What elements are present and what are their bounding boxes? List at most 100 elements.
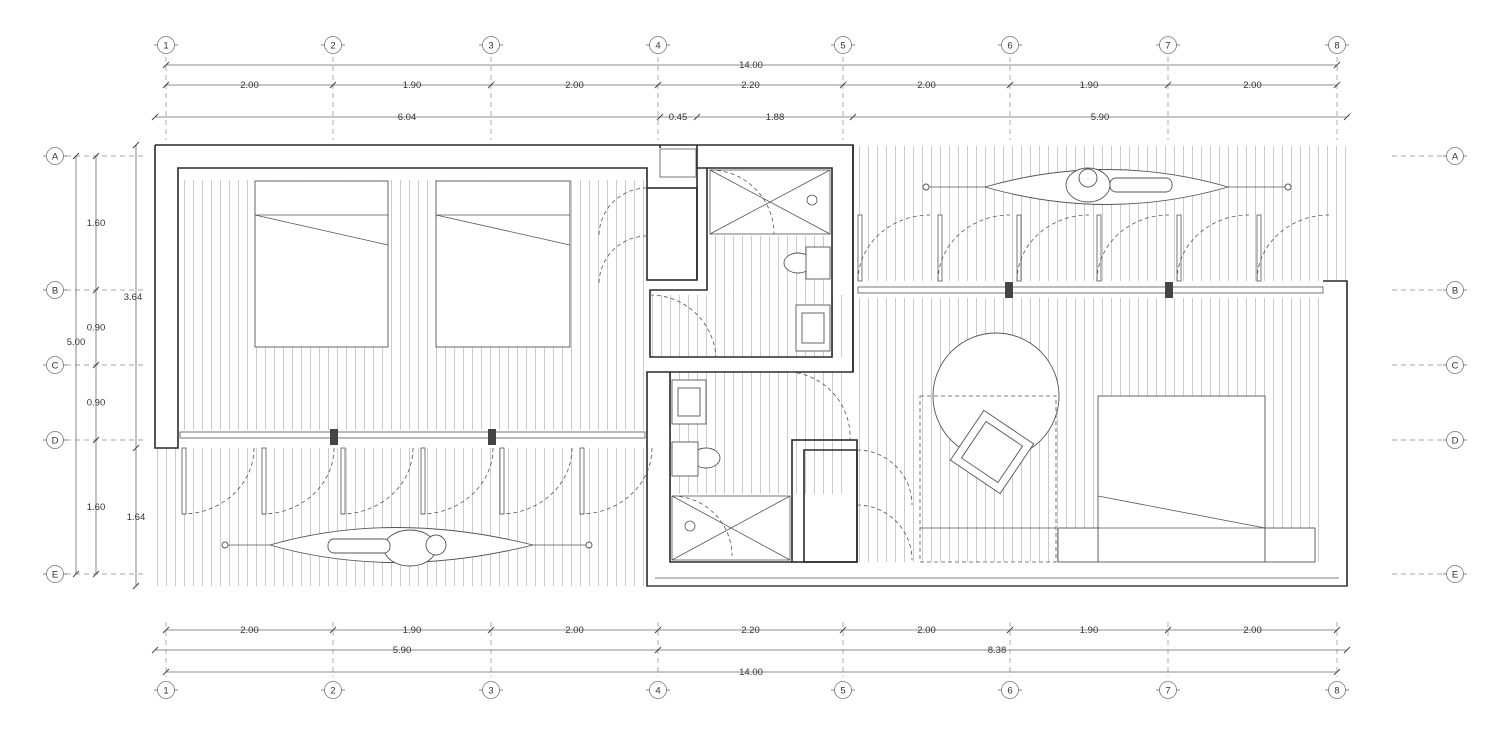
grid-label: A bbox=[1452, 152, 1459, 163]
post-icon bbox=[488, 429, 496, 445]
grid-label: D bbox=[1452, 436, 1459, 447]
grid-label: 6 bbox=[1007, 686, 1012, 697]
door-swing-icon bbox=[340, 447, 414, 515]
dimension-tick bbox=[654, 626, 662, 634]
door-leaf bbox=[499, 447, 505, 515]
grid-label: 8 bbox=[1334, 41, 1339, 52]
grid-bubble-icon: 2 bbox=[321, 36, 345, 54]
grid-label: C bbox=[52, 361, 59, 372]
grid-label: E bbox=[52, 570, 58, 581]
terrace-railings bbox=[179, 214, 1330, 515]
bed-icon bbox=[1057, 395, 1316, 563]
grid-label: D bbox=[52, 436, 59, 447]
grid-bubble-icon: B bbox=[43, 281, 67, 299]
dimension-tick bbox=[132, 141, 140, 149]
dimension-label: 2.00 bbox=[1243, 80, 1262, 91]
armchair-icon bbox=[949, 409, 1035, 495]
dimension-tick bbox=[1333, 61, 1341, 69]
dimension-label: 0.90 bbox=[87, 323, 106, 334]
shower-icon bbox=[709, 169, 831, 235]
door-swing-icon bbox=[1256, 214, 1330, 282]
door-swing-icon bbox=[937, 214, 1011, 282]
grid-label: 3 bbox=[488, 686, 493, 697]
door-swing-icon bbox=[1016, 214, 1090, 282]
grid-label: 5 bbox=[840, 686, 845, 697]
door-swing-icon bbox=[261, 447, 335, 515]
shower-icon bbox=[671, 495, 791, 561]
grid-bubble-icon: 7 bbox=[1156, 681, 1180, 699]
dimension-label: 5.90 bbox=[1091, 112, 1110, 123]
dimension-label: 2.00 bbox=[565, 625, 584, 636]
dimension-tick bbox=[487, 81, 495, 89]
dimension-label: 1.90 bbox=[403, 625, 422, 636]
basin-icon bbox=[671, 379, 707, 425]
dimension-label: 3.64 bbox=[124, 292, 143, 303]
dimension-label: 1.88 bbox=[766, 112, 785, 123]
dimension-tick bbox=[1343, 113, 1351, 121]
dimension-tick bbox=[72, 570, 80, 578]
dimension-label: 1.60 bbox=[87, 218, 106, 229]
dimension-tick bbox=[839, 626, 847, 634]
door-leaf bbox=[1016, 214, 1022, 282]
dimension-tick bbox=[162, 61, 170, 69]
dimension-tick bbox=[151, 113, 159, 121]
table-icon bbox=[919, 332, 1060, 563]
dimension-tick bbox=[654, 646, 662, 654]
dimension-tick bbox=[92, 286, 100, 294]
grid-label: 4 bbox=[655, 686, 660, 697]
door-swing-icon bbox=[598, 169, 913, 561]
door-leaf bbox=[340, 447, 346, 515]
dimension-label: 6.04 bbox=[398, 112, 417, 123]
dimension-tick bbox=[1006, 81, 1014, 89]
post-icon bbox=[1165, 282, 1173, 298]
walls bbox=[154, 144, 1348, 587]
grid-bubble-icon: D bbox=[1443, 431, 1467, 449]
dimension-tick bbox=[162, 81, 170, 89]
dimension-tick bbox=[92, 436, 100, 444]
grid-bubble-icon: 1 bbox=[154, 681, 178, 699]
grid-bubble-icon: A bbox=[1443, 147, 1467, 165]
grid-bubble-icon: 6 bbox=[998, 36, 1022, 54]
door-leaf bbox=[181, 447, 187, 515]
dimension-tick bbox=[849, 113, 857, 121]
dimension-tick bbox=[162, 626, 170, 634]
dimension-tick bbox=[92, 361, 100, 369]
grid-bubble-icon: C bbox=[1443, 356, 1467, 374]
grid-bubble-icon: 3 bbox=[479, 36, 503, 54]
dimension-label: 1.90 bbox=[1080, 625, 1099, 636]
dimension-label: 5.00 bbox=[67, 337, 86, 348]
bed-icon bbox=[254, 180, 389, 348]
door-leaf bbox=[261, 447, 267, 515]
grid-label: 1 bbox=[163, 41, 168, 52]
dimension-tick bbox=[162, 668, 170, 676]
grid-bubble-icon: E bbox=[1443, 565, 1467, 583]
grid-bubble-icon: E bbox=[43, 565, 67, 583]
dimension-tick bbox=[72, 152, 80, 160]
bed-icon bbox=[435, 180, 571, 348]
grid-label: 2 bbox=[330, 686, 335, 697]
dimension-label: 2.00 bbox=[565, 80, 584, 91]
dimension-tick bbox=[839, 81, 847, 89]
toilet-icon bbox=[671, 441, 721, 477]
grid-bubble-icon: C bbox=[43, 356, 67, 374]
door-swing-icon bbox=[181, 447, 255, 515]
dimension-label: 2.20 bbox=[741, 625, 760, 636]
dimension-label: 1.64 bbox=[127, 512, 146, 523]
door-swing-icon bbox=[579, 447, 653, 515]
door-leaf bbox=[579, 447, 585, 515]
hammock-icon bbox=[221, 527, 593, 567]
grid-label: 8 bbox=[1334, 686, 1339, 697]
dimension-label: 2.00 bbox=[917, 625, 936, 636]
door-leaf bbox=[1256, 214, 1262, 282]
dimension-label: 2.20 bbox=[741, 80, 760, 91]
dimension-tick bbox=[329, 626, 337, 634]
dimension-label: 2.00 bbox=[1243, 625, 1262, 636]
grid-label: 4 bbox=[655, 41, 660, 52]
door-swing-icon bbox=[857, 214, 931, 282]
dimension-label: 14.00 bbox=[739, 60, 763, 71]
dimension-label: 2.00 bbox=[917, 80, 936, 91]
dimension-tick bbox=[132, 582, 140, 590]
grid-bubble-icon: A bbox=[43, 147, 67, 165]
